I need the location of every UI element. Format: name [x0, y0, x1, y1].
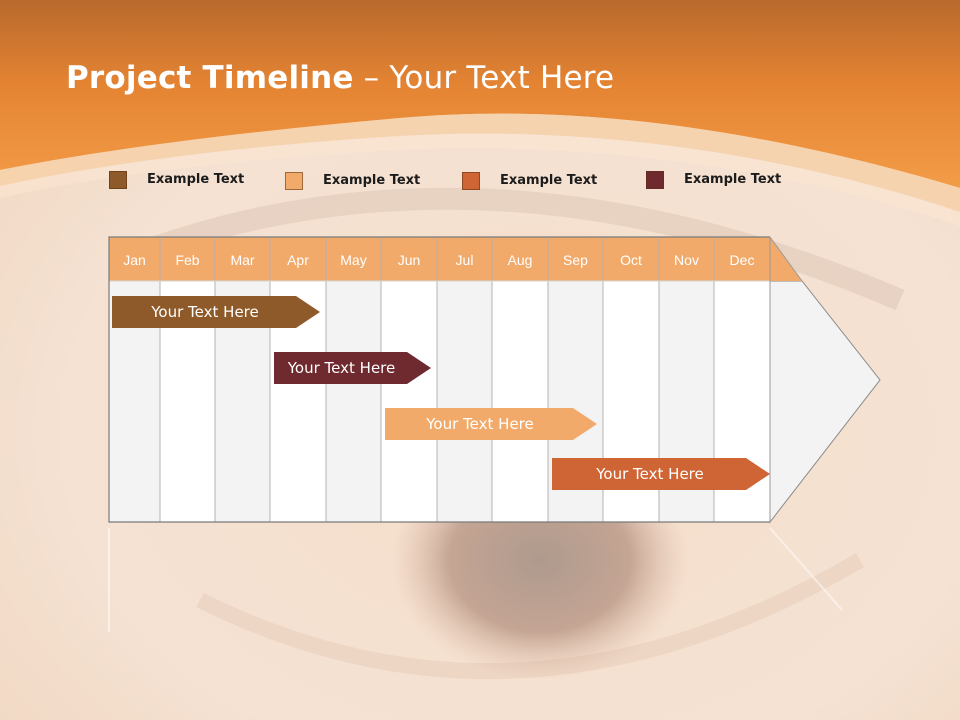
legend-swatch [285, 172, 303, 190]
task-bar: Your Text Here [274, 352, 431, 384]
legend-label: Example Text [684, 172, 782, 187]
task-bar: Your Text Here [552, 458, 770, 490]
arrow-edge [769, 236, 803, 282]
month-label: Dec [729, 252, 755, 268]
month-header-cell [326, 237, 381, 281]
arrow-tip-body [769, 280, 881, 524]
month-label: Apr [287, 252, 309, 268]
month-header-cell [659, 237, 714, 281]
slide-title: Project Timeline – Your Text Here [66, 60, 614, 96]
month-label: Sep [563, 252, 588, 268]
month-header-cell [381, 237, 437, 281]
reflection-line [769, 527, 843, 611]
timeline-outline [108, 236, 770, 523]
month-column [492, 281, 548, 522]
month-header-cell [109, 237, 160, 281]
month-header-cell [714, 237, 770, 281]
month-header-cell [548, 237, 603, 281]
month-label: Jan [123, 252, 146, 268]
month-label: Jun [397, 252, 421, 268]
month-column [437, 281, 492, 522]
legend-swatch [109, 171, 127, 189]
month-label: Jul [455, 252, 474, 268]
month-label: Mar [230, 252, 255, 268]
legend-label: Example Text [500, 173, 598, 188]
month-header-cell [603, 237, 659, 281]
month-header-cell [160, 237, 215, 281]
title-bold: Project Timeline [66, 60, 354, 96]
month-label: Aug [507, 252, 533, 268]
title-rest: – Your Text Here [353, 60, 615, 96]
legend-label: Example Text [147, 172, 245, 187]
month-column [381, 281, 437, 522]
month-header-cell [215, 237, 270, 281]
month-label: May [340, 252, 367, 268]
month-label: Oct [620, 252, 642, 268]
legend-swatch [462, 172, 480, 190]
month-header-cell [270, 237, 326, 281]
month-column [326, 281, 381, 522]
task-bar: Your Text Here [112, 296, 320, 328]
month-label: Feb [175, 252, 200, 268]
month-header-cell [492, 237, 548, 281]
legend-swatch [646, 171, 664, 189]
legend-label: Example Text [323, 173, 421, 188]
month-header-cell [437, 237, 492, 281]
month-label: Nov [674, 252, 699, 268]
task-bar: Your Text Here [385, 408, 597, 440]
